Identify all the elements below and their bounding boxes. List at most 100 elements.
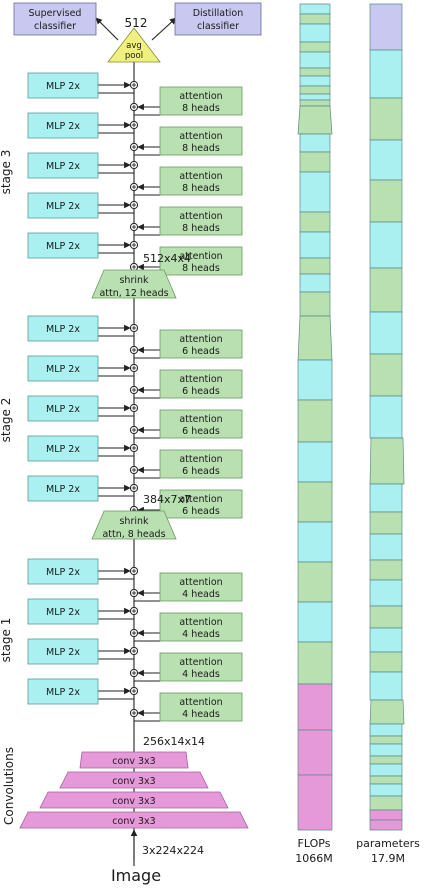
bar-segment: [369, 179, 403, 223]
attention-block-label: attention: [179, 657, 222, 668]
bar-segment: [297, 683, 333, 731]
mlp-block-label: MLP 2x: [46, 121, 80, 132]
mlp-block: [27, 232, 99, 259]
attention-block-label: attention: [179, 577, 222, 588]
mlp-block: [27, 638, 99, 665]
bar-segment: [299, 99, 331, 107]
shrink-attention-label-2: attn, 8 heads: [102, 529, 165, 540]
distillation-classifier-label-1: Distillation: [193, 8, 244, 19]
stage-label: stage 1: [0, 618, 13, 663]
mlp-block: [27, 315, 99, 342]
bar-segment: [299, 291, 331, 317]
attention-heads-label: 8 heads: [182, 143, 220, 154]
bar-segment: [369, 763, 403, 777]
attention-block-label: attention: [179, 494, 222, 505]
avg-pool-dim: 512: [125, 16, 148, 30]
bar-segment: [299, 13, 331, 25]
bar-segment: [369, 755, 403, 765]
conv-layer: [19, 811, 249, 829]
mlp-block: [27, 112, 99, 139]
bar-segment: [297, 521, 333, 563]
attention-block-label: attention: [179, 697, 222, 708]
supervised-classifier-label-1: Supervised: [29, 8, 82, 19]
conv-layer-label: conv 3x3: [112, 776, 155, 787]
mlp-block-label: MLP 2x: [46, 324, 80, 335]
bar-segment: [369, 809, 403, 821]
mlp-block: [27, 678, 99, 705]
bar-segment: [369, 795, 403, 811]
bar-segment: [369, 559, 403, 581]
bar-segment: [297, 315, 333, 361]
stage-label: stage 2: [0, 398, 13, 443]
bar-label-2: 17.9M: [371, 852, 405, 865]
bar-segment: [369, 579, 403, 607]
attention-heads-label: 6 heads: [182, 506, 220, 517]
attention-block-label: attention: [179, 454, 222, 465]
mlp-block-label: MLP 2x: [46, 364, 80, 375]
attention-block: [159, 166, 243, 196]
bar-segment: [297, 729, 333, 776]
attention-block: [159, 246, 243, 276]
stage-output-dim: 256x14x14: [143, 735, 205, 748]
conv-layer-label: conv 3x3: [112, 816, 155, 827]
bar-segment: [369, 483, 403, 513]
bar-segment: [369, 221, 403, 269]
mlp-block: [27, 435, 99, 462]
bar-segment: [297, 601, 333, 643]
bar-segment: [299, 133, 331, 153]
shrink-attention-label-2: attn, 12 heads: [99, 288, 168, 299]
conv-layer-label: conv 3x3: [112, 756, 155, 767]
attention-block: [159, 612, 243, 642]
convolutions-section-label: Convolutions: [2, 747, 16, 825]
stage-label: stage 3: [0, 150, 13, 195]
bar-label-1: FLOPs: [298, 837, 331, 850]
avg-pool-label-1: avg: [126, 41, 142, 51]
conv-layer: [79, 751, 189, 769]
attention-heads-label: 4 heads: [182, 669, 220, 680]
attention-heads-label: 6 heads: [182, 346, 220, 357]
mlp-block-label: MLP 2x: [46, 567, 80, 578]
bar-segment: [297, 441, 333, 483]
attention-block: [159, 449, 243, 479]
attention-block: [159, 409, 243, 439]
mlp-block-label: MLP 2x: [46, 241, 80, 252]
bar-segment: [299, 75, 331, 87]
arrow-to-distillation: [151, 17, 177, 41]
bar-segment: [369, 775, 403, 785]
mlp-block-label: MLP 2x: [46, 161, 80, 172]
mlp-block: [27, 192, 99, 219]
bar-segment: [299, 231, 331, 259]
bar-segment: [369, 819, 403, 831]
attention-block-label: attention: [179, 617, 222, 628]
bar-segment: [369, 743, 403, 757]
attention-heads-label: 8 heads: [182, 103, 220, 114]
bar-segment: [369, 671, 403, 701]
attention-heads-label: 4 heads: [182, 589, 220, 600]
attention-heads-label: 6 heads: [182, 466, 220, 477]
bar-segment: [297, 774, 333, 831]
bar-segment: [299, 273, 331, 293]
bar-segment: [299, 23, 331, 43]
attention-block: [159, 369, 243, 399]
conv-layer: [59, 771, 209, 789]
bar-segment: [299, 93, 331, 101]
bar-segment: [299, 257, 331, 275]
input-image-label: Image: [111, 866, 161, 885]
mlp-block: [27, 72, 99, 99]
mlp-block-label: MLP 2x: [46, 647, 80, 658]
bar-segment: [369, 723, 403, 737]
bar-segment: [369, 97, 403, 141]
shrink-attention-block: [91, 269, 177, 299]
bar-segment: [299, 67, 331, 77]
attention-heads-label: 6 heads: [182, 426, 220, 437]
bar-segment: [369, 49, 403, 99]
bar-segment: [299, 171, 331, 213]
bar-segment: [369, 267, 403, 313]
stage-output-dim: 512x4x4: [143, 252, 191, 265]
mlp-block-label: MLP 2x: [46, 81, 80, 92]
mlp-block: [27, 475, 99, 502]
shrink-attention-label-1: shrink: [119, 516, 149, 527]
bar-segment: [369, 311, 403, 355]
distillation-classifier-box: [174, 2, 262, 36]
